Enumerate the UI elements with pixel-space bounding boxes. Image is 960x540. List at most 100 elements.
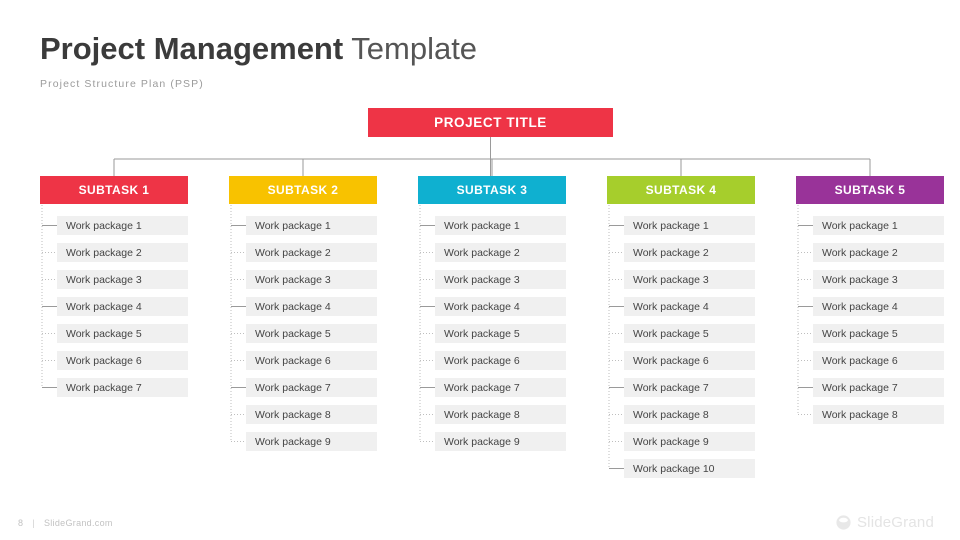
work-package-label: Work package 7 bbox=[444, 381, 520, 394]
work-package-label: Work package 4 bbox=[633, 300, 709, 313]
work-package-item[interactable]: Work package 2 bbox=[813, 243, 944, 262]
subtask-label: SUBTASK 1 bbox=[78, 183, 150, 197]
subtask-header-4[interactable]: SUBTASK 4 bbox=[607, 176, 755, 204]
work-package-list: Work package 1 Work package 2 Work package… bbox=[40, 216, 188, 397]
work-package-item[interactable]: Work package 6 bbox=[246, 351, 377, 370]
work-package-label: Work package 4 bbox=[255, 300, 331, 313]
subtask-label: SUBTASK 5 bbox=[834, 183, 906, 197]
brand-logo: SlideGrand bbox=[835, 514, 934, 531]
work-package-item[interactable]: Work package 6 bbox=[813, 351, 944, 370]
work-package-item[interactable]: Work package 7 bbox=[246, 378, 377, 397]
work-package-label: Work package 2 bbox=[255, 246, 331, 259]
subtask-header-3[interactable]: SUBTASK 3 bbox=[418, 176, 566, 204]
work-package-item[interactable]: Work package 4 bbox=[435, 297, 566, 316]
work-package-item[interactable]: Work package 3 bbox=[435, 270, 566, 289]
work-package-label: Work package 8 bbox=[444, 408, 520, 421]
work-package-item[interactable]: Work package 3 bbox=[246, 270, 377, 289]
work-package-item[interactable]: Work package 8 bbox=[246, 405, 377, 424]
work-package-label: Work package 9 bbox=[633, 435, 709, 448]
work-package-label: Work package 4 bbox=[444, 300, 520, 313]
work-package-item[interactable]: Work package 4 bbox=[624, 297, 755, 316]
work-package-item[interactable]: Work package 5 bbox=[435, 324, 566, 343]
project-title-node[interactable]: PROJECT TITLE bbox=[368, 108, 613, 137]
work-package-label: Work package 3 bbox=[444, 273, 520, 286]
work-package-item[interactable]: Work package 1 bbox=[813, 216, 944, 235]
work-package-label: Work package 5 bbox=[633, 327, 709, 340]
work-package-item[interactable]: Work package 2 bbox=[624, 243, 755, 262]
page-title-strong: Project Management bbox=[40, 31, 344, 66]
work-package-label: Work package 2 bbox=[633, 246, 709, 259]
work-package-item[interactable]: Work package 4 bbox=[57, 297, 188, 316]
work-package-item[interactable]: Work package 7 bbox=[57, 378, 188, 397]
work-package-label: Work package 2 bbox=[444, 246, 520, 259]
work-package-item[interactable]: Work package 5 bbox=[813, 324, 944, 343]
page-title-light: Template bbox=[351, 31, 478, 66]
footer-site: SlideGrand.com bbox=[43, 518, 113, 528]
work-package-label: Work package 3 bbox=[66, 273, 142, 286]
work-package-label: Work package 6 bbox=[822, 354, 898, 367]
work-package-item[interactable]: Work package 3 bbox=[624, 270, 755, 289]
work-package-label: Work package 1 bbox=[633, 219, 709, 232]
subtask-label: SUBTASK 2 bbox=[267, 183, 339, 197]
slide-footer: 8 | SlideGrand.com bbox=[18, 518, 113, 528]
work-package-label: Work package 3 bbox=[633, 273, 709, 286]
work-package-item[interactable]: Work package 9 bbox=[435, 432, 566, 451]
work-package-list: Work package 1 Work package 2 Work package… bbox=[229, 216, 377, 451]
subtask-label: SUBTASK 3 bbox=[456, 183, 528, 197]
work-package-item[interactable]: Work package 4 bbox=[813, 297, 944, 316]
work-package-item[interactable]: Work package 3 bbox=[813, 270, 944, 289]
work-package-item[interactable]: Work package 6 bbox=[624, 351, 755, 370]
work-package-label: Work package 5 bbox=[66, 327, 142, 340]
work-package-item[interactable]: Work package 3 bbox=[57, 270, 188, 289]
subtask-label: SUBTASK 4 bbox=[645, 183, 717, 197]
work-package-item[interactable]: Work package 10 bbox=[624, 459, 755, 478]
work-package-item[interactable]: Work package 6 bbox=[435, 351, 566, 370]
subtask-header-1[interactable]: SUBTASK 1 bbox=[40, 176, 188, 204]
work-package-label: Work package 1 bbox=[255, 219, 331, 232]
work-package-list: Work package 1 Work package 2 Work package… bbox=[418, 216, 566, 451]
footer-separator: | bbox=[32, 518, 35, 528]
work-package-item[interactable]: Work package 1 bbox=[246, 216, 377, 235]
work-package-item[interactable]: Work package 7 bbox=[435, 378, 566, 397]
work-package-item[interactable]: Work package 8 bbox=[435, 405, 566, 424]
slide-header: Project Management Template Project Stru… bbox=[40, 30, 477, 90]
work-package-item[interactable]: Work package 2 bbox=[57, 243, 188, 262]
work-package-label: Work package 5 bbox=[822, 327, 898, 340]
work-package-item[interactable]: Work package 1 bbox=[435, 216, 566, 235]
page-number: 8 bbox=[18, 518, 24, 528]
project-title-label: PROJECT TITLE bbox=[434, 115, 547, 130]
subtask-header-2[interactable]: SUBTASK 2 bbox=[229, 176, 377, 204]
work-package-item[interactable]: Work package 5 bbox=[246, 324, 377, 343]
work-package-item[interactable]: Work package 9 bbox=[246, 432, 377, 451]
work-package-label: Work package 2 bbox=[66, 246, 142, 259]
work-package-label: Work package 8 bbox=[255, 408, 331, 421]
work-package-label: Work package 5 bbox=[444, 327, 520, 340]
work-package-item[interactable]: Work package 5 bbox=[57, 324, 188, 343]
work-package-item[interactable]: Work package 7 bbox=[813, 378, 944, 397]
work-package-label: Work package 3 bbox=[255, 273, 331, 286]
work-package-label: Work package 6 bbox=[444, 354, 520, 367]
work-package-item[interactable]: Work package 2 bbox=[246, 243, 377, 262]
work-package-item[interactable]: Work package 6 bbox=[57, 351, 188, 370]
work-package-label: Work package 4 bbox=[66, 300, 142, 313]
work-package-list: Work package 1 Work package 2 Work package… bbox=[796, 216, 944, 424]
work-package-item[interactable]: Work package 5 bbox=[624, 324, 755, 343]
work-package-item[interactable]: Work package 9 bbox=[624, 432, 755, 451]
work-package-label: Work package 7 bbox=[255, 381, 331, 394]
work-package-item[interactable]: Work package 2 bbox=[435, 243, 566, 262]
work-package-label: Work package 1 bbox=[66, 219, 142, 232]
work-package-item[interactable]: Work package 8 bbox=[624, 405, 755, 424]
work-package-item[interactable]: Work package 7 bbox=[624, 378, 755, 397]
subtask-column-4: SUBTASK 4 Work package 1 Work package 2 Wor… bbox=[607, 176, 755, 486]
work-package-label: Work package 7 bbox=[633, 381, 709, 394]
work-package-label: Work package 4 bbox=[822, 300, 898, 313]
work-package-item[interactable]: Work package 8 bbox=[813, 405, 944, 424]
work-package-item[interactable]: Work package 1 bbox=[624, 216, 755, 235]
work-package-item[interactable]: Work package 4 bbox=[246, 297, 377, 316]
page-title: Project Management Template bbox=[40, 30, 477, 68]
work-package-item[interactable]: Work package 1 bbox=[57, 216, 188, 235]
work-package-label: Work package 6 bbox=[633, 354, 709, 367]
subtask-header-5[interactable]: SUBTASK 5 bbox=[796, 176, 944, 204]
